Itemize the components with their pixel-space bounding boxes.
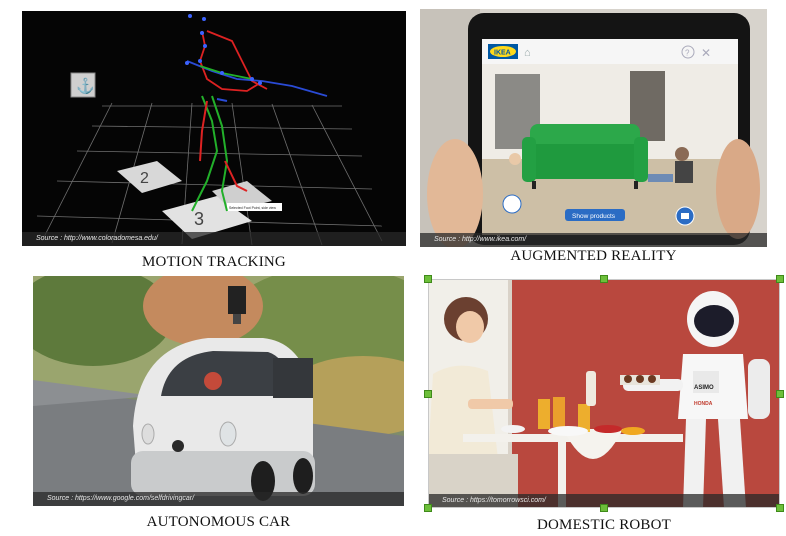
table bbox=[463, 429, 683, 508]
close-icon[interactable]: ✕ bbox=[701, 46, 711, 60]
motion-tracking-image: 2 3 Selected Foot Point, side view ⚓ bbox=[22, 11, 406, 246]
resize-handle-middle-right[interactable] bbox=[776, 390, 784, 398]
resize-handle-middle-left[interactable] bbox=[424, 390, 432, 398]
resize-handle-top-left[interactable] bbox=[424, 275, 432, 283]
caption-domestic-robot: DOMESTIC ROBOT bbox=[536, 517, 672, 533]
resize-handle-top-center[interactable] bbox=[600, 275, 608, 283]
source-credit: Source : http://www.coloradomesa.edu/ bbox=[22, 232, 406, 246]
source-credit: Source : https://www.google.com/selfdriv… bbox=[33, 492, 404, 506]
resize-handle-bottom-right[interactable] bbox=[776, 504, 784, 512]
point-tag-label: Selected Foot Point, side view bbox=[229, 206, 276, 210]
lidar-sensor bbox=[228, 286, 246, 314]
caption-motion-tracking: MOTION TRACKING bbox=[142, 254, 286, 270]
floor-number-3: 3 bbox=[194, 209, 204, 229]
show-products-button[interactable] bbox=[565, 209, 625, 221]
ikea-logo-text: IKEA bbox=[494, 50, 511, 57]
domestic-robot-image[interactable]: ASIMO HONDA Source : https://tomorrowsci… bbox=[428, 279, 780, 508]
right-hand bbox=[716, 139, 760, 239]
lower-skeleton bbox=[191, 95, 248, 212]
asimo-robot: ASIMO HONDA bbox=[620, 291, 770, 508]
caption-autonomous-car: AUTONOMOUS CAR bbox=[146, 514, 291, 530]
car-sensor-nose bbox=[172, 440, 184, 452]
image-selection-border bbox=[428, 279, 780, 508]
augmented-reality-image: IKEA ⌂ ? ✕ Show products Source : http:/… bbox=[420, 9, 767, 247]
resize-handle-top-right[interactable] bbox=[776, 275, 784, 283]
svg-text:⚓: ⚓ bbox=[76, 77, 95, 95]
motion-tracking-scene: 2 3 Selected Foot Point, side view ⚓ bbox=[22, 11, 406, 246]
autonomous-car-scene bbox=[33, 276, 404, 506]
breakfast-items bbox=[501, 371, 645, 436]
home-icon[interactable]: ⌂ bbox=[524, 47, 531, 59]
point-tag bbox=[227, 203, 282, 211]
catalog-icon[interactable] bbox=[502, 194, 522, 214]
anchor-icon: ⚓ bbox=[70, 72, 96, 98]
augmented-reality-scene: IKEA ⌂ ? ✕ Show products bbox=[420, 9, 767, 247]
source-credit: Source : https://tomorrowsci.com/ bbox=[428, 494, 780, 508]
autonomous-car-image: Source : https://www.google.com/selfdriv… bbox=[33, 276, 404, 506]
source-credit: Source : http://www.ikea.com/ bbox=[420, 233, 767, 247]
app-header bbox=[482, 39, 738, 64]
resize-handle-bottom-center[interactable] bbox=[600, 504, 608, 512]
show-products-label: Show products bbox=[572, 213, 616, 220]
robot-brand-text: HONDA bbox=[694, 401, 713, 407]
skeleton-joints-top bbox=[185, 14, 262, 85]
green-sofa bbox=[522, 124, 648, 189]
robot-chest-text: ASIMO bbox=[694, 385, 714, 391]
left-hand bbox=[427, 139, 483, 247]
floor-tile-2 bbox=[117, 161, 182, 193]
resize-handle-bottom-left[interactable] bbox=[424, 504, 432, 512]
floor-number-2: 2 bbox=[140, 170, 149, 187]
help-icon[interactable] bbox=[681, 45, 695, 59]
self-driving-car bbox=[131, 286, 315, 501]
caption-augmented-reality: AUGMENTED REALITY bbox=[510, 248, 677, 264]
svg-text:?: ? bbox=[685, 49, 690, 58]
